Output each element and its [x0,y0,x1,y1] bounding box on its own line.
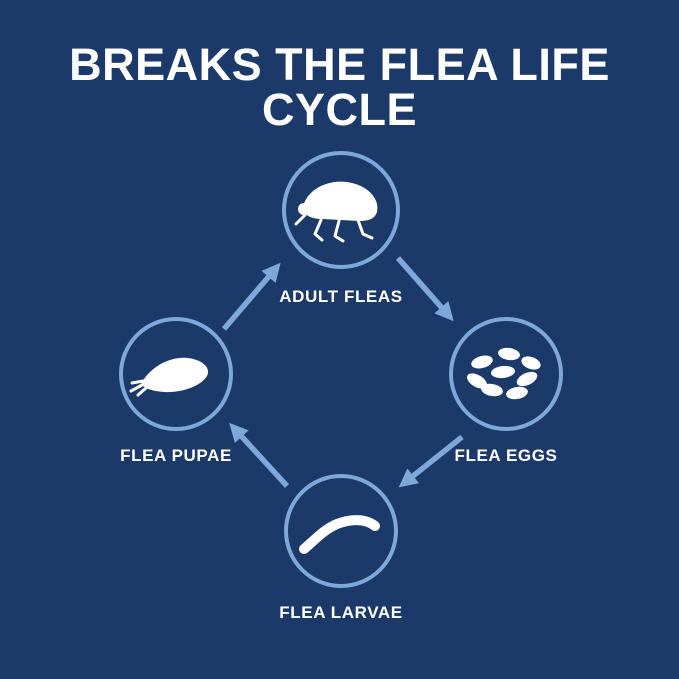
stage-circle-adult-fleas [282,151,400,269]
stage-circle-flea-eggs [449,317,563,431]
larva-icon [299,515,380,554]
stage-circle-flea-pupae [119,317,233,431]
stage-label-adult-fleas: ADULT FLEAS [279,287,403,306]
stage-label-flea-pupae: FLEA PUPAE [120,446,232,465]
stage-label-flea-eggs: FLEA EGGS [454,446,558,465]
flea-icon [294,181,378,243]
arrow-flea-larvae-to-flea-pupae [229,422,290,488]
eggs-icon [467,347,541,400]
stage-circle-flea-larvae [284,474,398,588]
pupa-icon [129,357,209,397]
arrow-adult-fleas-to-flea-eggs [395,256,454,322]
arrow-flea-pupae-to-adult-fleas [221,262,281,331]
page-title: BREAKS THE FLEA LIFE CYCLE [69,39,610,135]
arrow-flea-eggs-to-flea-larvae [398,434,464,488]
stage-label-flea-larvae: FLEA LARVAE [279,603,403,622]
